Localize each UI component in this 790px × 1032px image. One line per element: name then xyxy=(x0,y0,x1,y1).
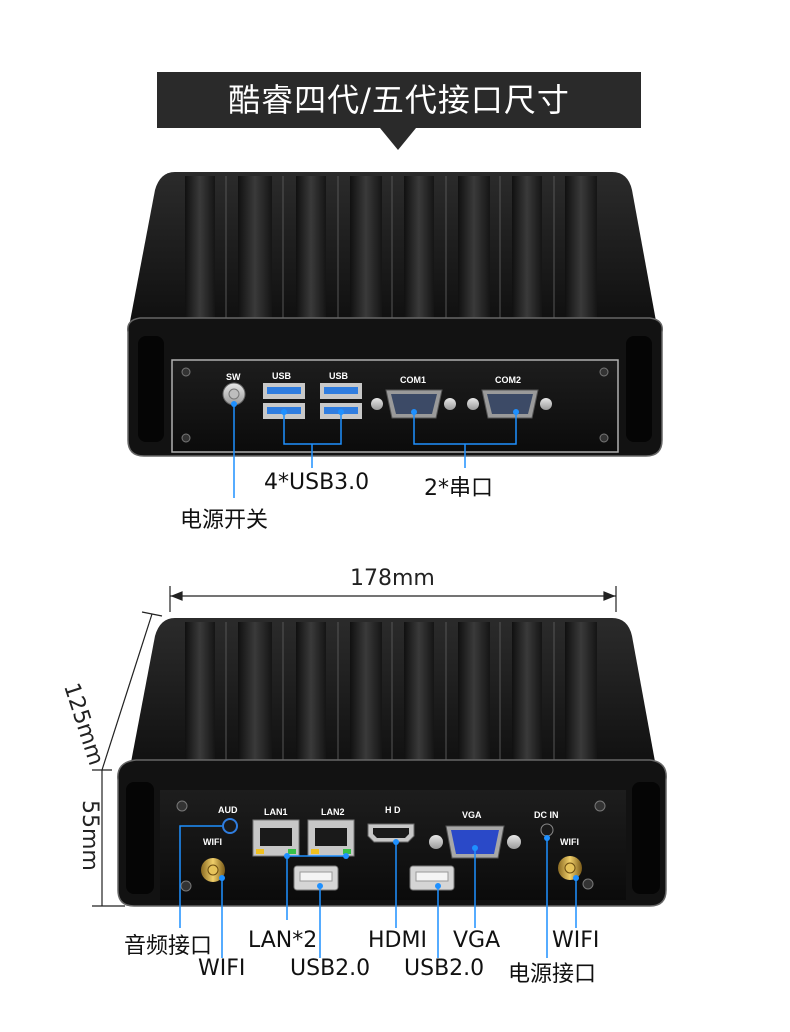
lan1-label: LAN1 xyxy=(264,807,288,817)
wifi-right-label: WIFI xyxy=(560,837,579,847)
sw-label: SW xyxy=(226,372,241,382)
callout-hdmi: HDMI xyxy=(368,928,427,953)
banner-pointer xyxy=(380,128,416,150)
bottom-callout-lines xyxy=(179,825,577,958)
dcin-label: DC IN xyxy=(534,810,559,820)
callout-audio: 音频接口 xyxy=(124,934,213,959)
callout-vga: VGA xyxy=(453,928,501,953)
callout-wifi-left: WIFI xyxy=(198,956,246,981)
com2-label: COM2 xyxy=(495,375,521,385)
dim-height: 55mm xyxy=(77,800,102,871)
callout-power-jack: 电源接口 xyxy=(508,962,597,987)
wifi-left-label: WIFI xyxy=(203,837,222,847)
usb-label-a: USB xyxy=(272,371,292,381)
dim-width: 178mm xyxy=(350,566,435,591)
bottom-device: AUD WIFI LAN1 LAN2 H D VGA xyxy=(92,586,667,958)
aud-label: AUD xyxy=(218,805,238,815)
callout-usb-left: USB2.0 xyxy=(290,956,371,981)
com2-port xyxy=(467,389,552,419)
callout-power-switch: 电源开关 xyxy=(180,508,269,533)
banner-title: 酷睿四代/五代接口尺寸 xyxy=(157,72,641,128)
com1-port xyxy=(371,389,456,419)
dc-in-jack xyxy=(540,823,554,837)
callout-lan: LAN*2 xyxy=(248,928,318,953)
callout-serial: 2*串口 xyxy=(424,476,493,501)
callout-usb-right: USB2.0 xyxy=(404,956,485,981)
audio-jack xyxy=(222,818,238,834)
hd-label: H D xyxy=(385,805,401,815)
lan2-label: LAN2 xyxy=(321,807,345,817)
top-callout-lines xyxy=(233,404,517,498)
com1-label: COM1 xyxy=(400,375,426,385)
top-device: SW USB USB COM1 COM2 xyxy=(127,172,663,498)
callout-wifi-right: WIFI xyxy=(552,928,600,953)
vga-label: VGA xyxy=(462,810,482,820)
vga-port xyxy=(429,825,521,859)
callout-usb3: 4*USB3.0 xyxy=(264,470,370,495)
usb-label-b: USB xyxy=(329,371,349,381)
